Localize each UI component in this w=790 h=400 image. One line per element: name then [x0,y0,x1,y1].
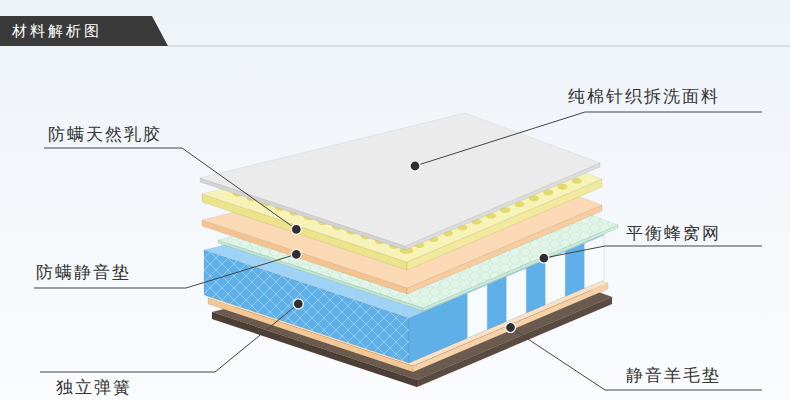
leader-dot [291,224,301,234]
fabric-layer [200,113,600,250]
part-label: 平衡蜂窝网 [626,223,721,243]
leader-dot [293,299,303,309]
header-tab [0,16,168,46]
part-label: 静音羊毛垫 [626,365,721,385]
leader-dot [291,249,301,259]
leader-line [415,112,762,166]
leader-line [34,254,296,288]
part-label: 纯棉针织拆洗面料 [568,86,720,106]
layer-top [200,113,600,246]
part-label: 防螨天然乳胶 [48,124,162,144]
leader-line [44,148,296,229]
latex-hole [572,178,582,184]
part-label: 防螨静音垫 [36,262,131,282]
section-title: 材料解析图 [12,21,102,41]
part-label: 独立弹簧 [56,377,132,397]
spring-pocket [585,235,605,288]
leader-dot [506,323,516,333]
leader-dot [539,253,549,263]
leader-dot [410,161,420,171]
spring-pocket [468,285,488,338]
spring-pocket [507,268,527,321]
leader-line [511,328,763,391]
header-rule [168,46,790,47]
leader-line [40,304,298,372]
leader-line [544,246,762,258]
